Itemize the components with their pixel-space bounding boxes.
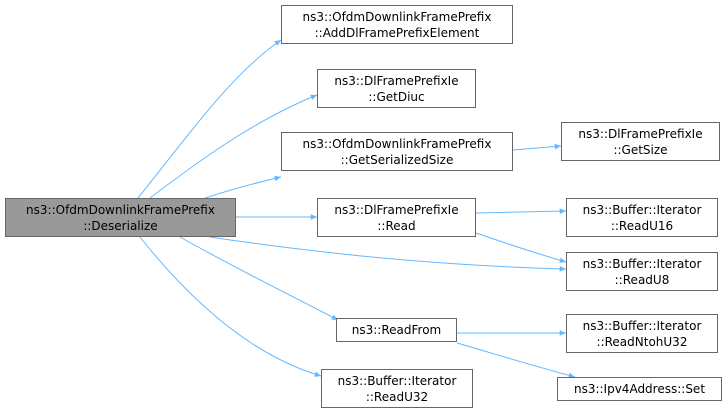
node-label: ns3::DlFramePrefixIe bbox=[334, 202, 459, 217]
node-get-serialized-size[interactable]: ns3::OfdmDownlinkFramePrefix ::GetSerial… bbox=[281, 132, 513, 171]
node-label: ns3::ReadFrom bbox=[351, 323, 442, 337]
edge-root-to-readu8 bbox=[209, 236, 567, 272]
node-label: ::ReadU32 bbox=[365, 389, 429, 404]
node-read-ntoh-u32[interactable]: ns3::Buffer::Iterator ::ReadNtohU32 bbox=[566, 314, 718, 353]
node-label: ::ReadNtohU32 bbox=[596, 334, 688, 349]
edge-root-to-readu32 bbox=[139, 236, 322, 377]
node-ofdm-deserialize: ns3::OfdmDownlinkFramePrefix ::Deseriali… bbox=[5, 198, 236, 237]
edge-root-to-getser bbox=[204, 175, 282, 199]
node-label: ::GetSerializedSize bbox=[340, 152, 454, 167]
edge-read-to-readu8 bbox=[475, 232, 567, 263]
node-get-diuc[interactable]: ns3::DlFramePrefixIe ::GetDiuc bbox=[317, 69, 476, 108]
node-read-from[interactable]: ns3::ReadFrom bbox=[336, 318, 457, 342]
node-label: ::ReadU8 bbox=[614, 272, 670, 287]
node-label: ns3::OfdmDownlinkFramePrefix bbox=[26, 202, 215, 217]
node-label: ns3::OfdmDownlinkFramePrefix bbox=[302, 136, 492, 151]
node-label: ns3::Buffer::Iterator bbox=[582, 256, 702, 271]
node-label: ns3::Buffer::Iterator bbox=[582, 318, 702, 333]
edge-getser-to-getsize bbox=[512, 143, 562, 151]
edge-root-to-getdiuc bbox=[149, 94, 318, 199]
node-label: ns3::Ipv4Address::Set bbox=[573, 382, 706, 396]
node-label: ::Deserialize bbox=[83, 218, 158, 233]
node-label: ns3::Buffer::Iterator bbox=[337, 373, 457, 388]
node-label: ns3::DlFramePrefixIe bbox=[334, 73, 459, 88]
node-label: ns3::DlFramePrefixIe bbox=[578, 126, 703, 141]
node-read-u32[interactable]: ns3::Buffer::Iterator ::ReadU32 bbox=[321, 369, 473, 408]
node-read-u16[interactable]: ns3::Buffer::Iterator ::ReadU16 bbox=[566, 198, 718, 237]
edge-readfrom-to-ipv4set bbox=[456, 342, 576, 379]
node-label: ::AddDlFramePrefixElement bbox=[314, 25, 480, 40]
node-label: ::GetDiuc bbox=[368, 89, 425, 104]
node-label: ns3::OfdmDownlinkFramePrefix bbox=[302, 9, 492, 24]
node-read-u8[interactable]: ns3::Buffer::Iterator ::ReadU8 bbox=[566, 252, 718, 291]
node-ipv4-address-set[interactable]: ns3::Ipv4Address::Set bbox=[557, 377, 722, 401]
node-label: ::Read bbox=[377, 218, 416, 233]
node-add-dl-frame-prefix-element[interactable]: ns3::OfdmDownlinkFramePrefix ::AddDlFram… bbox=[281, 5, 513, 44]
node-label: ::GetSize bbox=[613, 142, 668, 157]
edge-root-to-add bbox=[137, 39, 282, 199]
node-get-size[interactable]: ns3::DlFramePrefixIe ::GetSize bbox=[561, 122, 720, 161]
node-label: ::ReadU16 bbox=[610, 218, 674, 233]
node-dl-frame-prefix-read[interactable]: ns3::DlFramePrefixIe ::Read bbox=[317, 198, 476, 237]
edge-root-to-readfrom bbox=[179, 236, 339, 321]
edge-read-to-readu16 bbox=[475, 208, 567, 214]
node-label: ns3::Buffer::Iterator bbox=[582, 202, 702, 217]
